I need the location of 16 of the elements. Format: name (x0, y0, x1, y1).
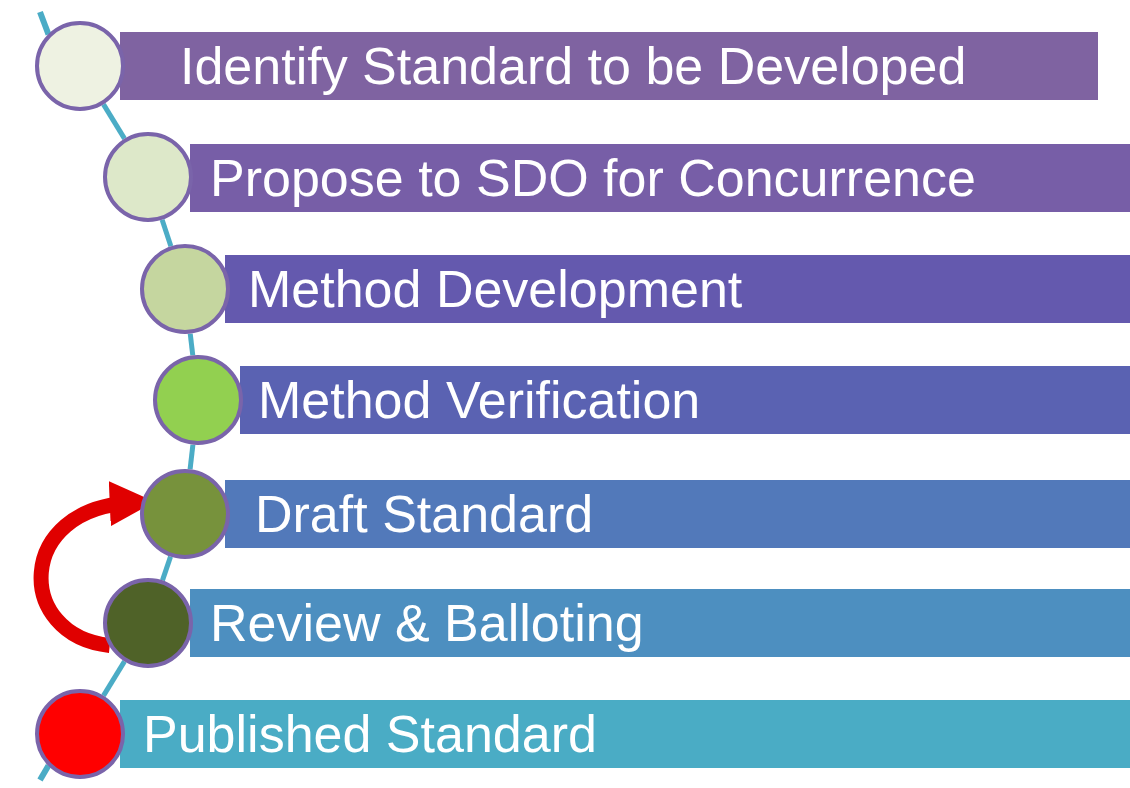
step-bar (225, 255, 1130, 323)
step-bar (240, 366, 1130, 434)
connector-line (187, 444, 196, 470)
step-bar (120, 32, 1098, 100)
step-label: Draft Standard (255, 488, 594, 540)
step-bar (225, 480, 1130, 548)
connector-line (101, 103, 127, 140)
step-bar (120, 700, 1130, 768)
connector-line (160, 555, 173, 582)
connector-line (187, 333, 196, 356)
connector-line (159, 218, 174, 248)
step-bar (190, 589, 1130, 657)
step-bar (190, 144, 1130, 212)
step-label: Published Standard (143, 708, 597, 760)
connector-line (101, 660, 127, 697)
step-label: Method Verification (258, 374, 701, 426)
